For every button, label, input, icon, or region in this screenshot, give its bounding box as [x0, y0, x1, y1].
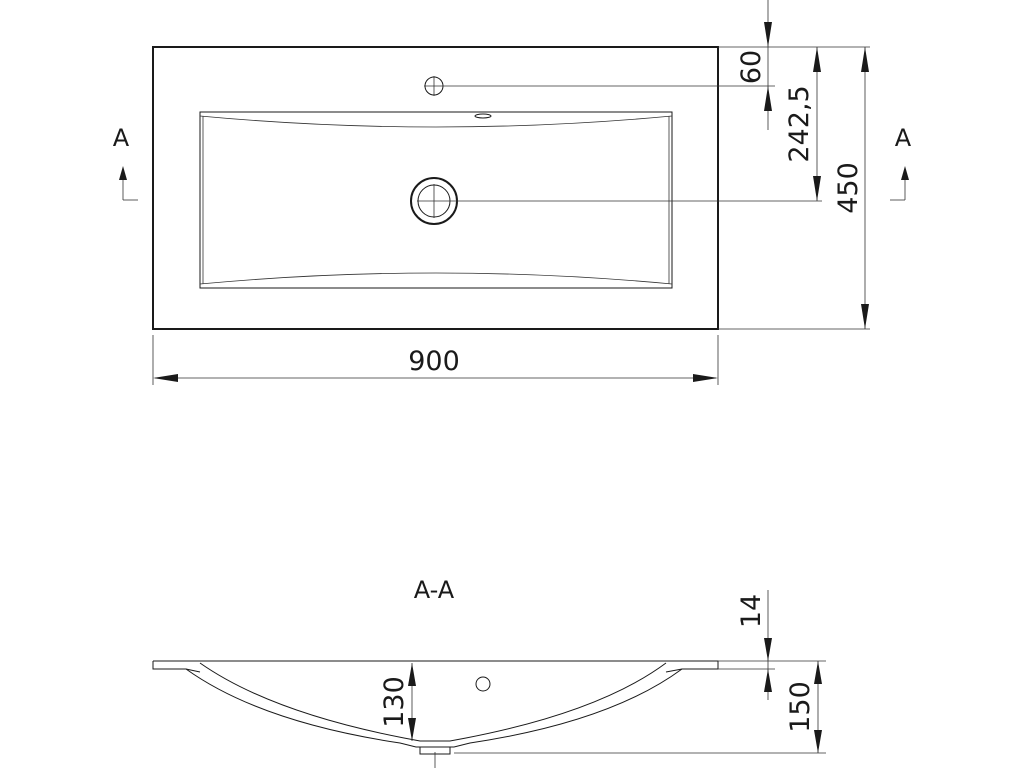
section-inner-hull — [199, 662, 667, 742]
section-rim — [152, 660, 719, 673]
bowl-outline — [199, 111, 673, 289]
section-mark-left-label: A — [113, 124, 130, 152]
bowl-top-curve — [199, 115, 673, 128]
drain-offset-dimension: 242,5 — [784, 47, 821, 201]
tap-offset-dimension: 60 — [736, 0, 772, 130]
basin-depth-dimension: 130 — [379, 663, 416, 741]
total-height-dimension: 150 — [785, 661, 822, 753]
section-mark-left: A — [113, 124, 138, 201]
section-view: A-A 14 130 — [152, 576, 826, 768]
total-height-label: 150 — [785, 681, 816, 733]
section-title: A-A — [414, 576, 455, 604]
tap-hole — [424, 76, 444, 96]
width-dimension: 900 — [153, 346, 718, 382]
section-outer-hull — [185, 668, 683, 748]
width-label: 900 — [408, 346, 460, 377]
drain-offset-label: 242,5 — [784, 85, 815, 162]
height-label: 450 — [833, 162, 864, 214]
rim-thickness-label: 14 — [736, 594, 767, 628]
section-mark-right-label: A — [895, 124, 912, 152]
overflow-slot — [474, 113, 492, 119]
tap-offset-label: 60 — [736, 50, 767, 84]
basin-outline — [152, 46, 719, 330]
top-view: 900 60 242,5 450 A — [113, 0, 912, 385]
rim-thickness-dimension: 14 — [736, 590, 772, 700]
height-dimension: 450 — [833, 47, 869, 329]
bowl-bottom-curve — [199, 272, 673, 285]
section-overflow-hole — [475, 676, 491, 692]
basin-depth-label: 130 — [379, 676, 410, 728]
section-mark-right: A — [890, 124, 912, 201]
drain-hole — [410, 177, 458, 225]
